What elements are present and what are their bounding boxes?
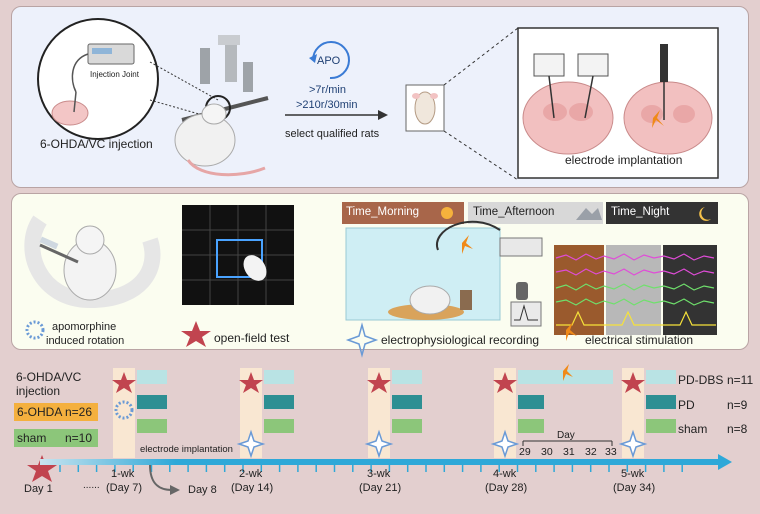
ephys-star-icon bbox=[345, 322, 379, 358]
moon-icon bbox=[699, 207, 711, 221]
apo-label: APO bbox=[317, 55, 341, 67]
day8-label: Day 8 bbox=[188, 484, 217, 496]
time-afternoon-badge bbox=[468, 202, 603, 224]
injection-title-2: injection bbox=[16, 384, 61, 398]
time-morning-badge bbox=[342, 202, 464, 224]
day-4wk: (Day 28) bbox=[485, 482, 528, 494]
stim-icon-4wk bbox=[563, 364, 573, 381]
star-icon-day1 bbox=[27, 455, 57, 482]
group-sham-final-name: sham bbox=[678, 422, 708, 436]
amplifier-device bbox=[499, 237, 543, 257]
timeline-ticks bbox=[59, 465, 683, 472]
ephys-icon-2wk bbox=[236, 429, 266, 459]
time-morning-label: Time_Morning bbox=[346, 206, 420, 218]
ephys-icon-5wk bbox=[618, 429, 648, 459]
stimulation-icon bbox=[566, 322, 577, 341]
star-icon-2wk bbox=[239, 372, 263, 393]
injection-label: 6-OHDA/VC injection bbox=[40, 137, 153, 151]
electrode-implantation-tag: electrode implantation bbox=[140, 444, 233, 455]
brain-coronal-right bbox=[623, 44, 713, 155]
electrode-implantation-label: electrode implantation bbox=[565, 153, 683, 167]
week-5: 5-wk bbox=[621, 468, 645, 480]
injection-title-1: 6-OHDA/VC bbox=[16, 370, 82, 384]
day1-label: Day 1 bbox=[24, 483, 53, 495]
select-label: select qualified rats bbox=[285, 128, 380, 140]
group-sham-name: sham bbox=[17, 431, 47, 445]
group-6ohda-n: n=26 bbox=[65, 405, 93, 419]
recording-cage bbox=[345, 220, 501, 321]
day-30: 30 bbox=[541, 446, 553, 458]
day-2wk: (Day 14) bbox=[231, 482, 274, 494]
week-2: 2-wk bbox=[239, 468, 263, 480]
timeline-bar bbox=[40, 459, 720, 465]
day-29: 29 bbox=[519, 446, 531, 458]
group-sham-final-n: n=8 bbox=[727, 422, 748, 436]
criteria-1: >7r/min bbox=[309, 84, 346, 96]
group-6ohda-name: 6-OHDA bbox=[17, 405, 63, 419]
star-icon-4wk bbox=[493, 372, 517, 393]
day-32: 32 bbox=[585, 446, 597, 458]
open-field-star-icon bbox=[181, 321, 211, 347]
sun-icon bbox=[441, 207, 453, 219]
week-4: 4-wk bbox=[493, 468, 517, 480]
mountain-icon bbox=[576, 208, 602, 220]
week-1: 1-wk bbox=[111, 468, 135, 480]
day-header: Day bbox=[557, 430, 575, 441]
day-3wk: (Day 21) bbox=[359, 482, 402, 494]
group-sham-n: n=10 bbox=[65, 431, 93, 445]
group-pd-dbs-name: PD-DBS bbox=[678, 373, 724, 387]
rat-surgery bbox=[174, 103, 266, 177]
star-icon-5wk bbox=[621, 372, 645, 393]
apomorphine-label-2: induced rotation bbox=[46, 335, 125, 347]
apomorphine-label-1: apomorphine bbox=[52, 321, 117, 333]
time-night-badge bbox=[606, 202, 718, 224]
day-31: 31 bbox=[563, 446, 575, 458]
injection-joint-label: Injection Joint bbox=[90, 70, 139, 79]
stimulation-label: electrical stimulation bbox=[585, 333, 694, 347]
day8-arrow bbox=[149, 464, 173, 491]
day-5wk: (Day 34) bbox=[613, 482, 656, 494]
group-pd-n: n=9 bbox=[727, 398, 748, 412]
day-1wk: (Day 7) bbox=[106, 482, 143, 494]
open-field-label: open-field test bbox=[214, 331, 290, 345]
group-bars bbox=[137, 370, 676, 433]
brain-coronal-left bbox=[522, 53, 614, 155]
time-night-label: Time_Night bbox=[611, 206, 670, 218]
ephys-icon-3wk bbox=[364, 429, 394, 459]
group-pd-name: PD bbox=[678, 398, 695, 412]
ellipsis-label: ...... bbox=[83, 480, 100, 491]
rotating-rat bbox=[24, 215, 161, 309]
week-3: 3-wk bbox=[367, 468, 391, 480]
brain-slice-small bbox=[51, 100, 89, 126]
star-icon-3wk bbox=[367, 372, 391, 393]
apomorphine-icon bbox=[25, 320, 45, 340]
time-afternoon-label: Time_Afternoon bbox=[473, 206, 555, 218]
day-33: 33 bbox=[605, 446, 617, 458]
group-6ohda-badge bbox=[14, 403, 98, 421]
apomorphine-icon-1wk bbox=[114, 400, 134, 420]
morning-trace-band bbox=[554, 245, 604, 335]
star-icon-1wk bbox=[112, 372, 136, 393]
ephys-label: electrophysiological recording bbox=[381, 333, 540, 347]
group-sham-badge bbox=[14, 429, 98, 447]
ephys-icon-4wk bbox=[490, 429, 520, 459]
criteria-2: >210r/30min bbox=[296, 99, 358, 111]
apo-rotation-icon bbox=[309, 41, 350, 80]
group-pd-dbs-n: n=11 bbox=[727, 373, 754, 387]
